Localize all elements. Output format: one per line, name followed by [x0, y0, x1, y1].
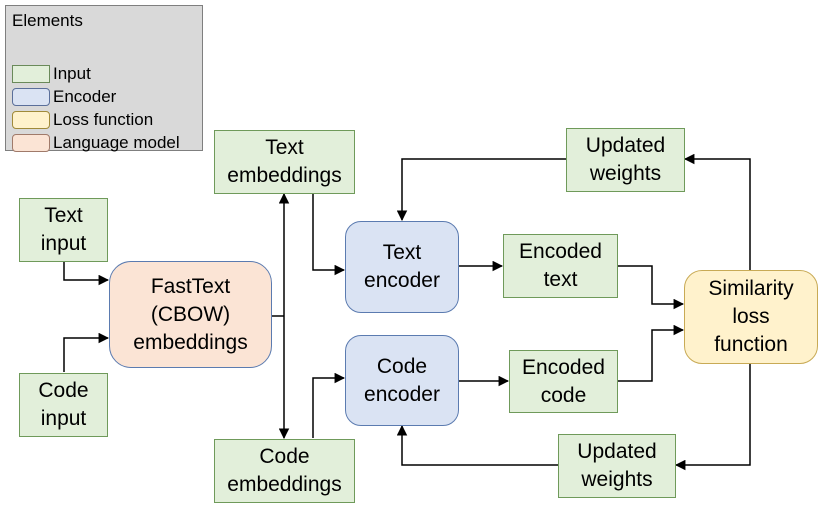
arrow-updated-weights-bottom-to-code-encoder — [396, 424, 558, 466]
legend-item-input: Input — [12, 64, 91, 84]
legend-swatch-encoder — [12, 88, 50, 106]
arrow-text-input-to-fasttext — [63, 262, 110, 286]
legend-label-language-model: Language model — [53, 133, 180, 152]
fasttext-embeddings-box: FastText (CBOW) embeddings — [109, 261, 272, 368]
legend-label-encoder: Encoder — [53, 87, 117, 106]
legend-item-encoder: Encoder — [12, 87, 116, 107]
updated-weights-top-box: Updated weights — [566, 128, 685, 192]
code-embeddings-box: Code embeddings — [214, 439, 355, 503]
legend-item-loss: Loss function — [12, 110, 153, 130]
legend: Elements Input Encoder Loss function Lan… — [5, 5, 203, 153]
legend-swatch-loss — [12, 111, 50, 129]
text-input-box: Text input — [19, 198, 108, 262]
text-embeddings-label: Text embeddings — [227, 136, 342, 187]
text-embeddings-box: Text embeddings — [214, 130, 355, 194]
updated-weights-bottom-box: Updated weights — [558, 434, 676, 498]
legend-title: Elements — [12, 11, 83, 30]
arrow-encoded-text-to-similarity — [618, 265, 685, 310]
similarity-loss-function-box: Similarity loss function — [684, 270, 818, 364]
fasttext-embeddings-label: FastText (CBOW) embeddings — [133, 274, 248, 354]
similarity-loss-function-label: Similarity loss function — [708, 277, 794, 356]
text-encoder-label: Text encoder — [364, 241, 440, 292]
arrow-similarity-to-updated-weights-bottom — [674, 364, 751, 471]
arrow-code-input-to-fasttext — [63, 332, 110, 372]
encoded-code-box: Encoded code — [509, 350, 618, 413]
arrow-similarity-to-updated-weights-top — [683, 153, 751, 270]
text-input-label: Text input — [40, 204, 87, 255]
text-encoder-box: Text encoder — [345, 221, 459, 313]
encoded-text-label: Encoded text — [519, 240, 602, 291]
arrow-text-embeddings-to-text-encoder — [312, 194, 346, 276]
updated-weights-top-label: Updated weights — [585, 134, 666, 185]
legend-item-language-model: Language model — [12, 133, 180, 153]
legend-label-loss: Loss function — [53, 110, 154, 129]
arrow-updated-weights-top-to-text-encoder — [396, 158, 566, 222]
encoded-text-box: Encoded text — [503, 234, 618, 298]
legend-label-input: Input — [53, 64, 91, 83]
arrow-code-embeddings-to-code-encoder — [312, 372, 346, 438]
code-embeddings-label: Code embeddings — [227, 445, 342, 496]
arrow-encoded-code-to-similarity — [618, 324, 685, 382]
code-input-box: Code input — [19, 373, 108, 437]
encoded-code-label: Encoded code — [522, 355, 605, 407]
code-input-label: Code input — [38, 379, 89, 430]
legend-swatch-language-model — [12, 134, 50, 152]
code-encoder-box: Code encoder — [345, 335, 459, 426]
updated-weights-bottom-label: Updated weights — [577, 440, 657, 491]
legend-swatch-input — [12, 65, 50, 83]
code-encoder-label: Code encoder — [364, 354, 440, 406]
